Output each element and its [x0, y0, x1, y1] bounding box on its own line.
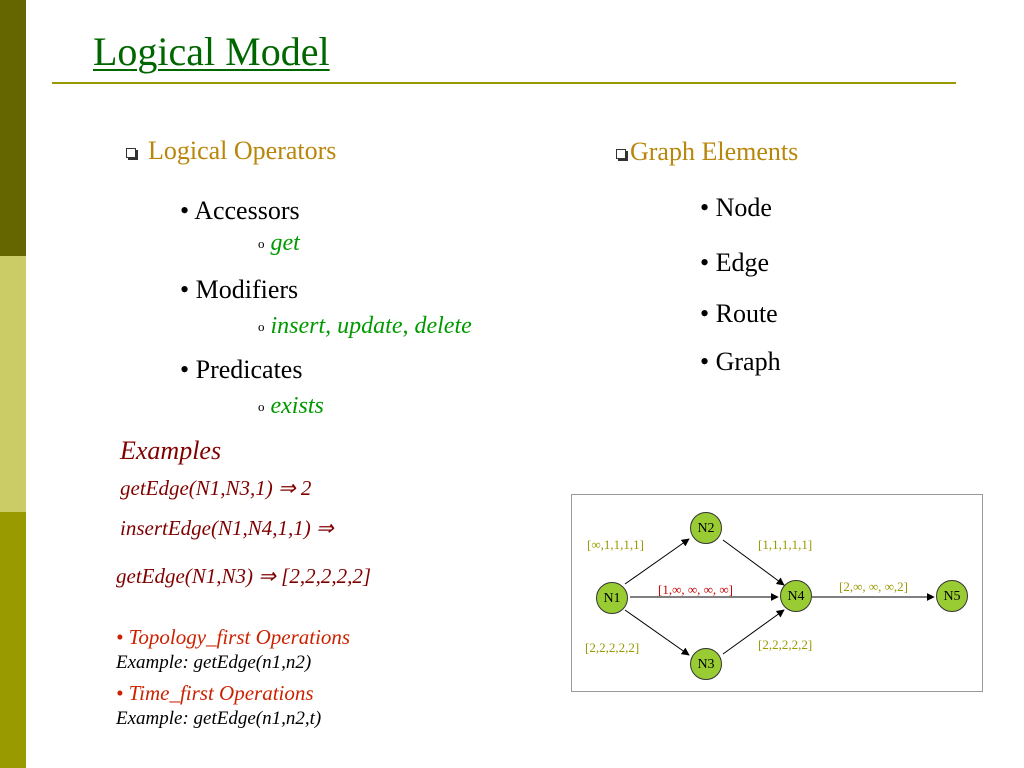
checkbox-bullet-icon	[126, 148, 136, 159]
graph-element-node: • Node	[700, 193, 772, 222]
edge-n2-n4	[722, 539, 785, 586]
topology-first-example: Example: getEdge(n1,n2)	[116, 652, 312, 673]
slide-title: Logical Model	[93, 29, 330, 74]
graph-elements-header: Graph Elements	[616, 137, 798, 167]
graph-element-route: • Route	[700, 299, 778, 328]
time-first-operations: • Time_first Operations	[116, 681, 314, 705]
example-line: insertEdge(N1,N4,1,1) ⇒	[120, 516, 334, 540]
side-bar-top	[0, 0, 26, 256]
side-bar-bottom	[0, 512, 26, 768]
title-divider	[52, 82, 956, 84]
edge-n3-n4	[722, 609, 785, 655]
topology-first-operations: • Topology_first Operations	[116, 625, 351, 649]
edge-label-n2-n4: [1,1,1,1,1]	[758, 537, 813, 552]
example-line: getEdge(N1,N3) ⇒ [2,2,2,2,2]	[116, 564, 371, 588]
edge-label-n1-n3: [2,2,2,2,2]	[585, 640, 640, 655]
node-n3: N3	[690, 648, 722, 680]
edge-n1-n2	[624, 538, 690, 585]
examples-heading: Examples	[120, 436, 222, 465]
predicates-item: • Predicates	[180, 355, 303, 384]
checkbox-bullet-icon	[616, 149, 626, 160]
edge-label-n1-n4: [1,∞, ∞, ∞, ∞]	[658, 582, 733, 597]
graph-element-graph: • Graph	[700, 347, 781, 376]
graph-diagram: [∞,1,1,1,1] [1,1,1,1,1] [1,∞, ∞, ∞, ∞] […	[571, 494, 983, 692]
edge-label-n3-n4: [2,2,2,2,2]	[758, 637, 813, 652]
edge-label-n1-n2: [∞,1,1,1,1]	[587, 537, 644, 552]
example-line: getEdge(N1,N3,1) ⇒ 2	[120, 476, 312, 500]
graph-element-edge: • Edge	[700, 248, 770, 277]
logical-operators-header: Logical Operators	[126, 136, 336, 166]
node-n5: N5	[936, 580, 968, 612]
edge-label-n4-n5: [2,∞, ∞, ∞,2]	[839, 579, 908, 594]
graph-edges	[624, 538, 935, 656]
node-n1: N1	[596, 582, 628, 614]
side-bar-middle	[0, 256, 26, 512]
node-n2: N2	[690, 512, 722, 544]
node-n4: N4	[780, 580, 812, 612]
edge-n1-n3	[624, 609, 690, 656]
time-first-example: Example: getEdge(n1,n2,t)	[116, 708, 322, 729]
modifiers-item: • Modifiers	[180, 275, 299, 304]
accessors-item: • Accessors	[180, 196, 300, 225]
